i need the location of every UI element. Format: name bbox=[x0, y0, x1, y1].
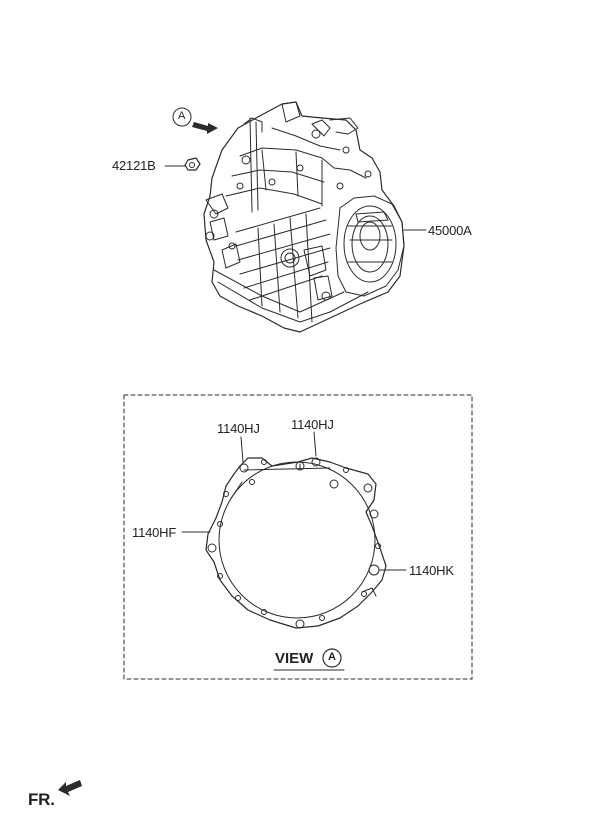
view-title: VIEW bbox=[275, 650, 314, 667]
view-marker-circle bbox=[172, 107, 192, 127]
view-title-marker-circle bbox=[322, 648, 342, 668]
bolt-42121b-drawing bbox=[184, 157, 201, 171]
transaxle-assembly-drawing bbox=[203, 101, 405, 333]
front-direction-label: FR. bbox=[28, 790, 55, 809]
part-label-45000a: 45000A bbox=[428, 223, 472, 238]
front-arrow-icon bbox=[58, 780, 82, 796]
view-a-frame bbox=[123, 394, 473, 680]
view-direction-arrow bbox=[192, 122, 218, 134]
callout-1140hj-left: 1140HJ bbox=[217, 421, 260, 436]
callout-1140hj-right: 1140HJ bbox=[291, 417, 334, 432]
part-label-42121b: 42121B bbox=[112, 158, 156, 173]
gasket-plate-drawing bbox=[205, 457, 387, 629]
callout-1140hf: 1140HF bbox=[132, 525, 177, 540]
callout-1140hk: 1140HK bbox=[409, 563, 454, 578]
view-marker-letter: A bbox=[178, 110, 186, 122]
view-title-marker-letter: A bbox=[328, 651, 336, 663]
view-leader-lines bbox=[181, 431, 407, 571]
